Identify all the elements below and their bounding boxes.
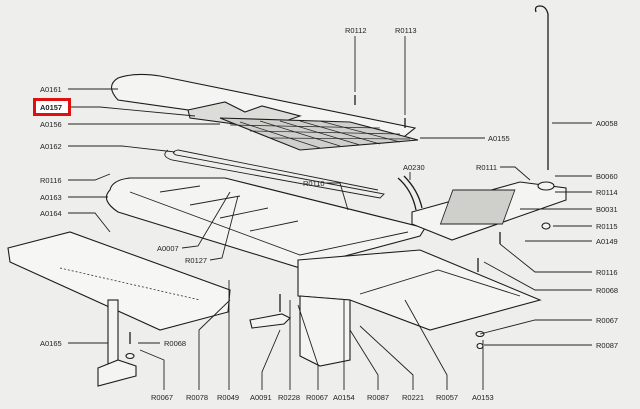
label-b0031: B0031 (596, 205, 618, 214)
label-a0157[interactable]: A0157 (40, 103, 63, 112)
highlight-box (33, 98, 71, 116)
label-r0127: R0127 (185, 256, 208, 265)
label-a0091: A0091 (250, 393, 272, 402)
label-a0165: A0165 (40, 339, 62, 348)
label-r0078: R0078 (186, 393, 209, 402)
label-a0162: A0162 (40, 142, 62, 151)
label-a0058: A0058 (596, 119, 618, 128)
label-r0067-b1: R0067 (151, 393, 174, 402)
label-r0112: R0112 (345, 26, 367, 35)
label-r0111: R0111 (476, 163, 497, 172)
label-a0230: A0230 (403, 163, 425, 172)
label-r0057: R0057 (436, 393, 459, 402)
label-r0067-b2: R0067 (306, 393, 329, 402)
label-r0228: R0228 (278, 393, 301, 402)
label-r0116-right: R0116 (596, 268, 618, 277)
label-r0115: R0115 (596, 222, 618, 231)
label-a0163: A0163 (40, 193, 62, 202)
label-r0113: R0113 (395, 26, 417, 35)
label-a0161: A0161 (40, 85, 62, 94)
label-a0155: A0155 (488, 134, 510, 143)
label-a0149: A0149 (596, 237, 618, 246)
label-a0156: A0156 (40, 120, 62, 129)
label-r0221: R0221 (402, 393, 425, 402)
label-r0110: R0110 (303, 179, 325, 188)
label-r0068-right: R0068 (596, 286, 619, 295)
label-r0087-right: R0087 (596, 341, 619, 350)
label-a0164: A0164 (40, 209, 62, 218)
label-r0049: R0049 (217, 393, 240, 402)
label-a0007: A0007 (157, 244, 179, 253)
label-b0060: B0060 (596, 172, 618, 181)
label-r0114: R0114 (596, 188, 618, 197)
label-r0087-b: R0087 (367, 393, 390, 402)
label-a0153: A0153 (472, 393, 494, 402)
label-r0116-left: R0116 (40, 176, 62, 185)
label-a0154: A0154 (333, 393, 355, 402)
label-r0068-left: R0068 (164, 339, 187, 348)
label-r0067-right: R0067 (596, 316, 619, 325)
